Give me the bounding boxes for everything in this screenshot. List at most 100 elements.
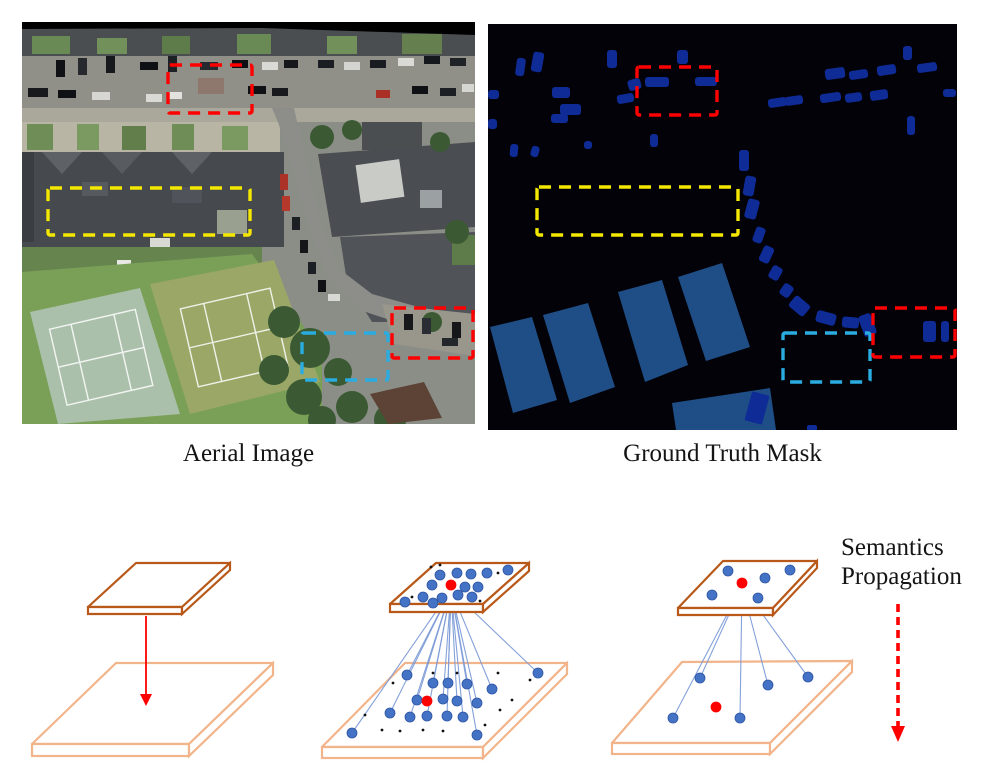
mask-car <box>819 91 842 104</box>
feature-dot-blue <box>401 669 413 681</box>
mask-car <box>744 198 760 220</box>
feature-dot-blue <box>465 568 477 580</box>
slab-front-face <box>86 605 184 616</box>
feature-dot-blue <box>784 564 796 576</box>
feature-dot-blue <box>461 678 473 690</box>
speck-dot <box>441 729 445 733</box>
mask-car <box>815 310 837 326</box>
mask-car <box>560 104 581 115</box>
mask-court <box>490 317 557 413</box>
mask-court <box>678 263 750 361</box>
mask-car <box>552 87 570 98</box>
feature-dot-blue <box>441 710 453 722</box>
annotation-box-cyan <box>781 331 872 384</box>
mask-car <box>758 245 775 264</box>
mask-car <box>551 114 568 123</box>
mask-caption: Ground Truth Mask <box>623 440 822 467</box>
propagation-line <box>351 589 452 734</box>
feature-dot-blue <box>452 589 464 601</box>
annotation-box-red <box>635 65 719 117</box>
mask-canvas <box>488 24 957 430</box>
feature-dot-blue <box>466 591 478 603</box>
mask-car <box>768 265 783 281</box>
speck-dot <box>496 571 500 575</box>
feature-dot-red <box>421 695 433 707</box>
feature-dot-blue <box>411 694 423 706</box>
speck-dot <box>398 729 402 733</box>
feature-dot-blue <box>471 697 483 709</box>
mask-car <box>695 77 717 86</box>
mask-court <box>543 303 615 403</box>
mask-car <box>869 89 889 101</box>
mask-car <box>607 50 617 68</box>
feature-dot-blue <box>762 679 774 691</box>
mask-car <box>779 283 794 298</box>
mask-car <box>488 90 499 99</box>
feature-dot-blue <box>451 567 463 579</box>
speck-dot <box>380 728 384 732</box>
slab-front-face <box>30 742 191 758</box>
annotation-box-red <box>390 306 475 360</box>
speck-dot <box>421 728 425 732</box>
mask-car <box>916 62 938 73</box>
feature-dot-blue <box>472 581 484 593</box>
feature-dot-blue <box>759 572 771 584</box>
projection-arrowhead <box>140 694 152 706</box>
feature-dot-blue <box>399 596 411 608</box>
slab-front-face <box>676 606 775 617</box>
mask-car <box>515 57 526 77</box>
feature-dot-blue <box>694 672 706 684</box>
feature-dot-blue <box>427 677 439 689</box>
annotation-box-cyan <box>300 331 390 382</box>
mask-car <box>742 175 757 197</box>
aerial-image-panel <box>22 22 475 424</box>
speck-dot <box>363 713 367 717</box>
semantics-line2: Propagation <box>841 563 962 590</box>
mask-car <box>645 77 669 87</box>
slab-side-face <box>187 660 275 759</box>
feature-dot-blue <box>532 667 544 679</box>
feature-dot-blue <box>384 707 396 719</box>
feature-dot-blue <box>451 695 463 707</box>
speck-dot <box>455 671 459 675</box>
speck-dot <box>496 671 500 675</box>
propagation-line <box>450 589 478 736</box>
mask-car <box>824 67 846 80</box>
mask-car <box>903 46 912 60</box>
feature-dot-blue <box>457 711 469 723</box>
feature-dot-blue <box>437 693 449 705</box>
slab-side-face <box>768 658 854 757</box>
slab-side-face <box>481 560 531 615</box>
mask-car <box>739 150 749 171</box>
annotation-box-yellow <box>46 186 252 237</box>
mask-car <box>488 119 497 129</box>
slab-front-face <box>320 745 485 760</box>
speck-dot <box>410 595 414 599</box>
speck-dot <box>483 723 487 727</box>
mask-blob <box>744 391 770 425</box>
aerial-caption: Aerial Image <box>182 440 315 467</box>
feature-dot-blue <box>502 564 514 576</box>
speck-dot <box>478 599 482 603</box>
semantics-line1: Semantics <box>841 534 944 561</box>
feature-dot-blue <box>459 581 471 593</box>
feature-dot-blue <box>471 729 483 741</box>
mask-car <box>584 141 592 149</box>
mask-car <box>848 69 869 80</box>
feature-dot-blue <box>734 712 746 724</box>
mask-car <box>677 50 688 64</box>
feature-dot-blue <box>417 591 429 603</box>
feature-dot-blue <box>486 683 498 695</box>
annotation-box-yellow <box>535 185 740 237</box>
ground-truth-mask-panel <box>488 24 957 430</box>
speck-dot <box>391 681 395 685</box>
mask-car <box>509 143 519 158</box>
feature-dot-blue <box>722 565 734 577</box>
mask-car <box>784 95 804 106</box>
mask-blob <box>807 425 817 430</box>
mask-car <box>616 93 635 104</box>
feature-dot-blue <box>426 579 438 591</box>
mask-car <box>923 321 936 342</box>
mask-court <box>618 280 688 382</box>
